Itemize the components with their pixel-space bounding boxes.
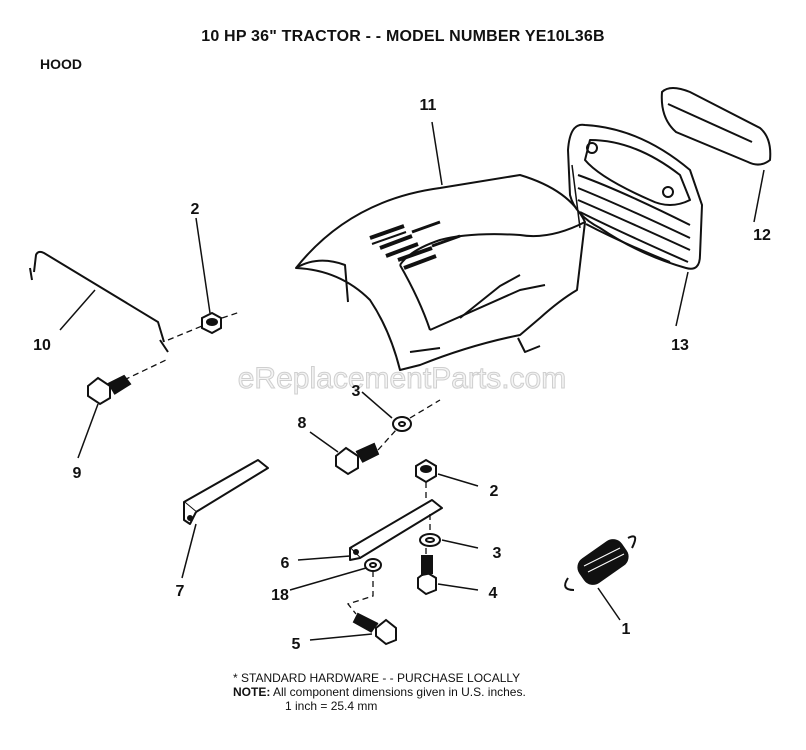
washer-18 [364, 558, 382, 572]
footnote: * STANDARD HARDWARE - - PURCHASE LOCALLY… [233, 671, 526, 713]
callout-13: 13 [671, 337, 689, 354]
callout-2-lower: 2 [490, 483, 499, 500]
note-label: NOTE: [233, 685, 271, 699]
nut-lower [415, 458, 437, 484]
support-rod [29, 250, 169, 353]
callout-9: 9 [73, 465, 82, 482]
callout-7: 7 [176, 583, 185, 600]
lens [660, 87, 772, 166]
bolt-4 [417, 555, 437, 596]
spring [564, 535, 637, 591]
washer-upper [392, 416, 412, 432]
callout-18: 18 [271, 587, 289, 604]
callout-5: 5 [292, 636, 301, 653]
hood-shell [295, 174, 586, 371]
callout-1: 1 [622, 621, 631, 638]
callout-4: 4 [489, 585, 498, 602]
callout-3-upper: 3 [352, 383, 361, 400]
standard-hardware-note: * STANDARD HARDWARE - - PURCHASE LOCALLY [233, 671, 521, 685]
bolt-9 [87, 374, 132, 406]
assembly-lines [123, 311, 441, 615]
callout-12: 12 [753, 227, 771, 244]
bracket-7 [183, 459, 269, 525]
callout-3-lower: 3 [493, 545, 502, 562]
callout-6: 6 [281, 555, 290, 572]
section-label: HOOD [40, 56, 82, 72]
page-title: 10 HP 36" TRACTOR - - MODEL NUMBER YE10L… [201, 28, 605, 45]
conversion-note: 1 inch = 25.4 mm [285, 699, 378, 713]
grille [567, 123, 703, 270]
callout-8: 8 [298, 415, 307, 432]
dimension-note: NOTE: All component dimensions given in … [233, 685, 526, 699]
note-text: All component dimensions given in U.S. i… [273, 685, 526, 699]
callout-2-upper: 2 [191, 201, 200, 218]
leader-lines [59, 121, 765, 641]
bolt-5 [352, 612, 397, 646]
nut-upper [201, 311, 222, 335]
callout-11: 11 [420, 97, 437, 114]
bolt-8 [335, 442, 380, 476]
bracket-6 [349, 499, 443, 561]
washer-lower [419, 533, 441, 547]
callout-10: 10 [33, 337, 51, 354]
